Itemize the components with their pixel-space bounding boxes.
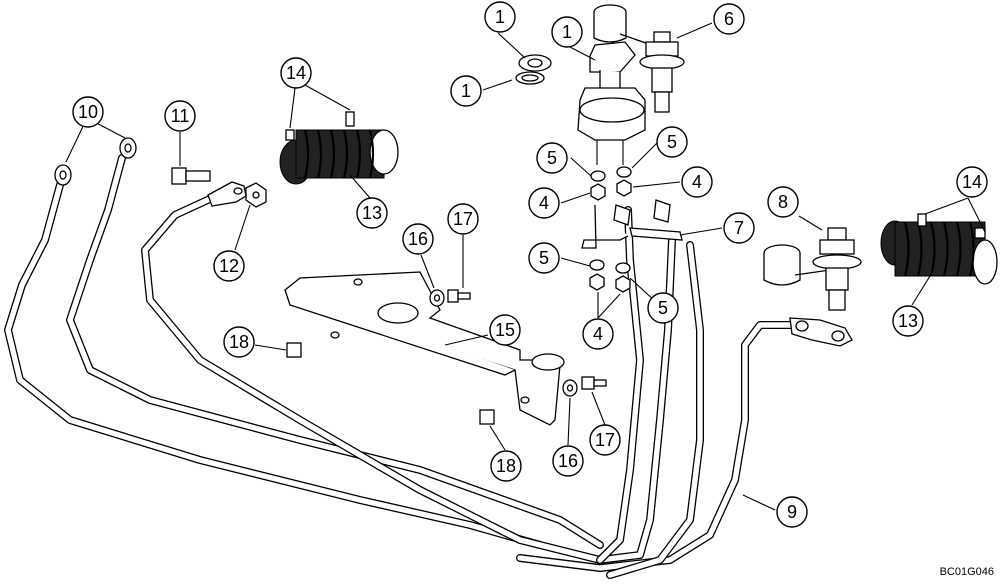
callout-7: 7	[723, 212, 755, 244]
callout-1-upper: 1	[484, 1, 516, 33]
callout-17-upper: 17	[447, 203, 479, 235]
ring-terminal-ground	[207, 181, 247, 207]
cable-10-right	[66, 154, 604, 549]
callout-14-right-label: 14	[962, 172, 982, 192]
callout-8: 8	[767, 186, 799, 218]
callout-10-label: 10	[78, 102, 98, 122]
callout-11-label: 11	[171, 106, 190, 126]
callout-5-a-label: 5	[547, 148, 557, 168]
callout-18-upper-label: 18	[229, 332, 249, 352]
callout-5-d-label: 5	[658, 298, 668, 318]
bolt-11	[171, 167, 211, 185]
callout-14-right: 14	[956, 166, 988, 198]
square-nut-18-lower	[479, 409, 495, 425]
callout-12-label: 12	[219, 256, 239, 276]
callout-5-b: 5	[656, 126, 688, 158]
callout-1-upper-label: 1	[495, 7, 505, 27]
callout-13-left: 13	[356, 197, 388, 229]
callout-4-b: 4	[681, 166, 713, 198]
cable-7	[596, 206, 644, 564]
callout-1-middle: 1	[551, 16, 583, 48]
callout-5-b-label: 5	[667, 132, 677, 152]
callout-18-upper: 18	[223, 326, 255, 358]
callout-10: 10	[72, 96, 104, 128]
callout-5-c: 5	[528, 242, 560, 274]
terminal-hardware	[581, 166, 683, 293]
callout-9-label: 9	[787, 502, 797, 522]
drawing-code: BC01G046	[940, 566, 994, 578]
callout-16-lower: 16	[552, 445, 584, 477]
callout-14-left-label: 14	[286, 63, 306, 83]
callout-16-upper-label: 16	[408, 229, 428, 249]
ring-terminal-left	[54, 164, 72, 186]
callout-5-d: 5	[647, 292, 679, 324]
square-nut-18-upper	[286, 342, 302, 358]
push-button-8	[763, 227, 862, 311]
callout-11: 11	[164, 100, 196, 132]
washer-bolt-lower	[562, 376, 607, 397]
callout-16-lower-label: 16	[558, 451, 578, 471]
callout-17-upper-label: 17	[453, 209, 473, 229]
callout-5-a: 5	[536, 142, 568, 174]
callout-4-c-label: 4	[593, 324, 603, 344]
callout-17-lower-label: 17	[595, 430, 615, 450]
cable-9	[516, 321, 799, 572]
callout-13-left-label: 13	[362, 203, 382, 223]
callout-9: 9	[776, 496, 808, 528]
callout-4-a: 4	[528, 187, 560, 219]
callout-15-label: 15	[495, 320, 515, 340]
callout-4-b-label: 4	[692, 172, 702, 192]
callout-1-lower-label: 1	[461, 81, 471, 101]
callout-1-lower: 1	[450, 75, 482, 107]
callout-8-label: 8	[778, 192, 788, 212]
callout-18-lower-label: 18	[496, 456, 516, 476]
callout-15: 15	[489, 314, 521, 346]
cable-12-ground	[141, 188, 676, 564]
cable-center-long	[606, 241, 704, 579]
mounting-bracket	[283, 271, 565, 426]
callout-14-left: 14	[280, 57, 312, 89]
callout-7-label: 7	[734, 218, 744, 238]
callout-5-c-label: 5	[539, 248, 549, 268]
washer-bolt-upper	[429, 289, 471, 307]
nut-12	[245, 182, 267, 208]
callout-12: 12	[213, 250, 245, 282]
callout-17-lower: 17	[589, 424, 621, 456]
callout-18-lower: 18	[490, 450, 522, 482]
callout-4-c: 4	[582, 318, 614, 350]
ring-terminal-right	[119, 137, 137, 159]
callout-4-a-label: 4	[539, 193, 549, 213]
callout-6: 6	[713, 3, 745, 35]
protective-boot-left	[279, 111, 399, 185]
callout-13-right-label: 13	[898, 311, 918, 331]
key-switch	[515, 41, 646, 165]
callout-6-label: 6	[724, 9, 734, 29]
push-button-6	[593, 4, 685, 113]
protective-boot-right	[880, 213, 998, 285]
ring-terminal-9	[789, 317, 853, 347]
callout-13-right: 13	[892, 305, 924, 337]
callout-1-middle-label: 1	[562, 22, 572, 42]
cable-10-left	[4, 181, 544, 549]
callout-16-upper: 16	[402, 223, 434, 255]
